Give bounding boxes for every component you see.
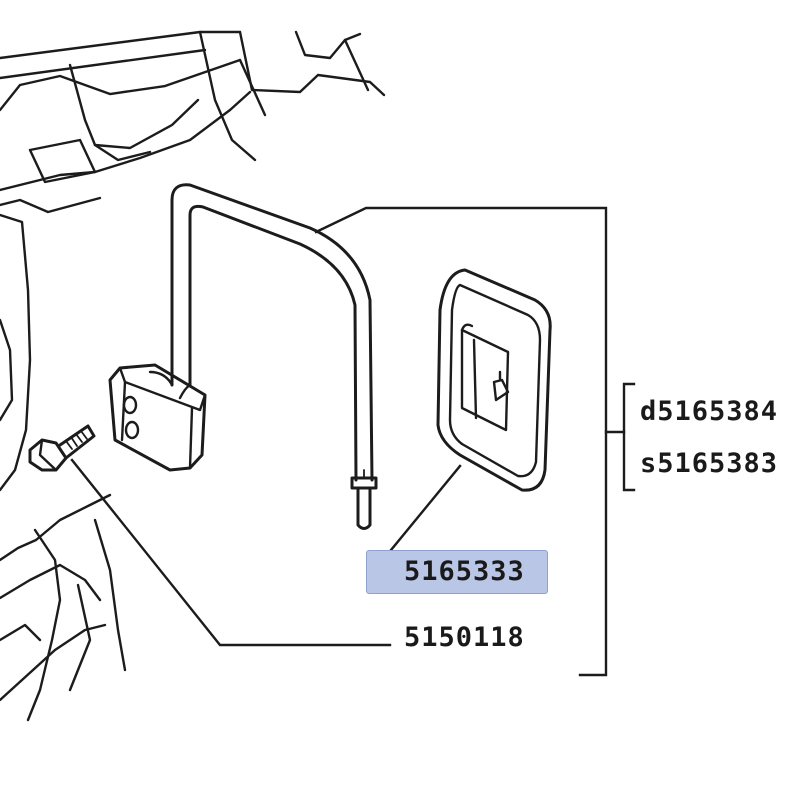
mirror-arm [170,183,378,530]
vehicle-fender-outline [0,493,127,722]
part-label-mirror-right[interactable]: s5165383 [640,448,779,479]
part-label-screw[interactable]: 5150118 [404,622,525,653]
mounting-bracket [108,363,207,472]
vehicle-door-outline [0,30,386,492]
part-label-mirror-glass[interactable]: 5165333 [404,556,525,587]
mirror-head [436,268,552,492]
screw [28,424,96,472]
part-number-highlight [366,550,548,594]
part-label-mirror-left[interactable]: d5165384 [640,396,779,427]
leader-lines [70,206,636,677]
